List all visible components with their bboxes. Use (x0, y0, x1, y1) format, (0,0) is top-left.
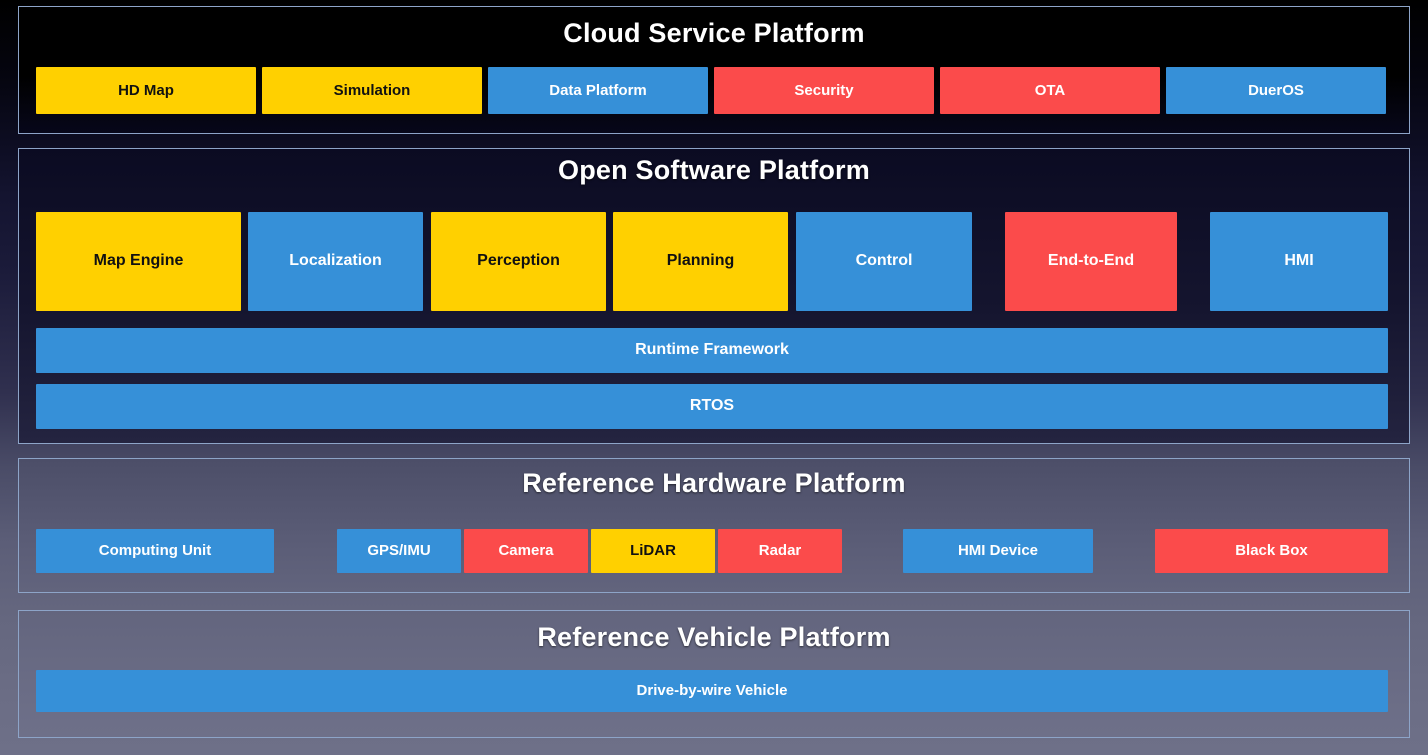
module-perception[interactable]: Perception (431, 212, 606, 311)
block-lidar[interactable]: LiDAR (591, 529, 715, 573)
block-dueros[interactable]: DuerOS (1166, 67, 1386, 114)
module-planning[interactable]: Planning (613, 212, 788, 311)
layer-title-reference-hardware-platform: Reference Hardware Platform (522, 468, 906, 498)
block-camera[interactable]: Camera (464, 529, 588, 573)
block-hmi-device[interactable]: HMI Device (903, 529, 1093, 573)
block-black-box[interactable]: Black Box (1155, 529, 1388, 573)
module-hmi[interactable]: HMI (1210, 212, 1388, 311)
block-hd-map[interactable]: HD Map (36, 67, 256, 114)
block-simulation[interactable]: Simulation (262, 67, 482, 114)
block-gps-imu[interactable]: GPS/IMU (337, 529, 461, 573)
block-ota[interactable]: OTA (940, 67, 1160, 114)
block-data-platform[interactable]: Data Platform (488, 67, 708, 114)
block-security[interactable]: Security (714, 67, 934, 114)
module-map-engine[interactable]: Map Engine (36, 212, 241, 311)
bar-rtos[interactable]: RTOS (36, 384, 1388, 429)
module-control[interactable]: Control (796, 212, 972, 311)
module-end-to-end[interactable]: End-to-End (1005, 212, 1177, 311)
layer-title-open-software-platform: Open Software Platform (558, 155, 870, 185)
module-localization[interactable]: Localization (248, 212, 423, 311)
layer-title-cloud-service-platform: Cloud Service Platform (563, 18, 865, 48)
block-radar[interactable]: Radar (718, 529, 842, 573)
layer-title-reference-vehicle-platform: Reference Vehicle Platform (537, 622, 891, 652)
bar-runtime-framework[interactable]: Runtime Framework (36, 328, 1388, 373)
block-drive-by-wire-vehicle[interactable]: Drive-by-wire Vehicle (36, 670, 1388, 712)
block-computing-unit[interactable]: Computing Unit (36, 529, 274, 573)
